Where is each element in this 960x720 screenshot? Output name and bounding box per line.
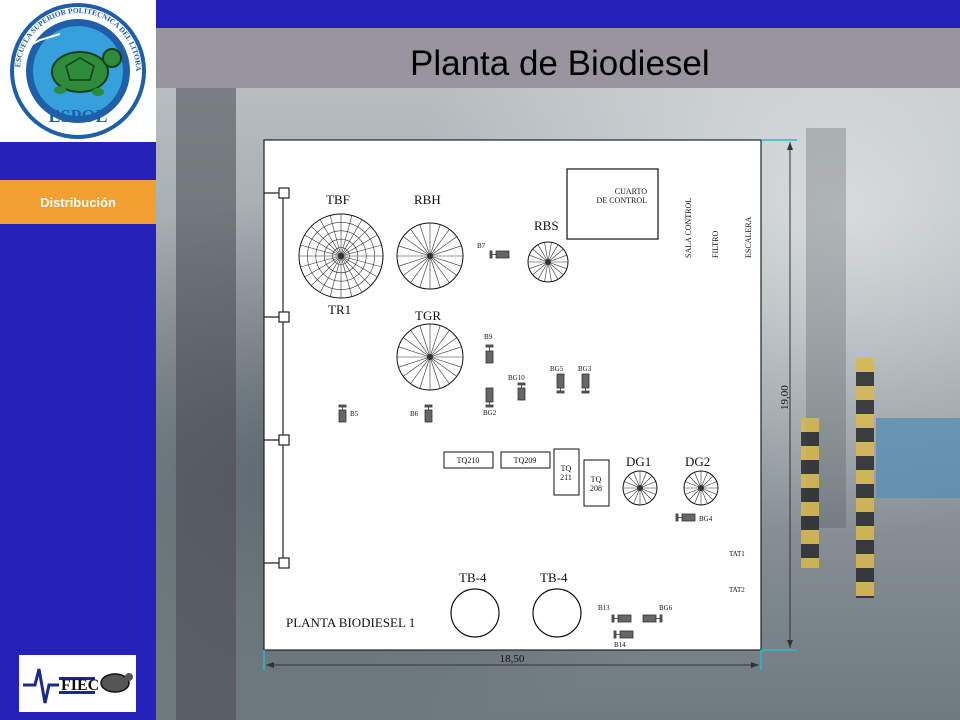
pump-bg5 [556,373,565,394]
tank-tb4-a [450,588,500,638]
label-tq209: TQ209 [514,456,537,465]
label-bg5: BG5 [550,365,564,373]
pump-b14 [613,630,634,639]
dim-height-value: 19,00 [779,385,791,410]
pump-b13 [611,614,632,623]
tank-tgr [396,323,464,391]
tank-rbs [527,241,569,283]
pump-b7 [489,250,510,259]
label-tbf: TBF [326,192,350,207]
pump-bg10 [517,382,526,401]
turtle-icon [51,48,122,96]
label-tq208-a: TQ [591,475,602,484]
pump-bg2 [485,387,494,408]
label-b5: B5 [350,410,359,418]
nav-item-label: Distribución [40,194,116,210]
label-dg2: DG2 [685,454,710,469]
tank-tq211 [553,448,580,496]
label-b9: B9 [484,333,493,341]
espol-logo: ESPOL ESCUELA SUPERIOR POLITECNICA DEL L… [0,0,156,142]
control-room [566,168,659,240]
page-title: Planta de Biodiesel [410,44,710,83]
label-bg6: BG6 [659,604,673,612]
dim-width-value: 18,50 [500,653,525,665]
tank-dg1 [622,470,658,506]
tank-rbh [396,222,464,290]
label-rbh: RBH [414,192,441,207]
label-tat1: TAT1 [729,550,745,558]
tank-dg2 [683,470,719,506]
sidebar: ESPOL ESCUELA SUPERIOR POLITECNICA DEL L… [0,0,156,720]
bg-blue-tank [876,418,960,498]
label-bg3: BG3 [578,365,592,373]
label-tb4-a: TB-4 [459,570,487,585]
tank-tb4-b [532,588,582,638]
bg-pillar [176,88,236,720]
pump-bg4 [675,513,696,522]
turtle-icon [100,673,133,693]
header-top-bar [156,0,960,28]
fiec-logo: FIEC [19,655,136,712]
label-tb4-b: TB-4 [540,570,568,585]
label-bg10: BG10 [508,374,525,382]
label-b13: B13 [598,604,610,612]
label-tgr: TGR [415,308,441,323]
label-escalera: ESCALERA [744,216,753,258]
espol-logo-text: ESPOL [48,106,107,126]
label-bg2: BG2 [483,409,497,417]
pump-bg3 [581,373,590,394]
rail-node [278,557,290,569]
label-b14: B14 [614,641,626,649]
label-b7: B7 [477,242,486,250]
label-tr1: TR1 [328,302,351,317]
label-filtro: FILTRO [711,231,720,258]
tank-tq208 [583,459,610,507]
label-bg4: BG4 [699,515,713,523]
nav-item-distribucion[interactable]: Distribución [0,180,156,224]
tank-tq209 [500,451,551,469]
label-tq210: TQ210 [457,456,480,465]
bg-safety-stripe [801,418,819,568]
label-plant: PLANTA BIODIESEL 1 [286,615,415,630]
label-rbs: RBS [534,218,559,233]
plant-layout-diagram: TBF RBH RBS TR1 TGR DG1 DG2 TB-4 TB-4 CU… [262,138,802,672]
rail-node [278,187,290,199]
pump-b5 [338,404,347,423]
label-tq208-b: 208 [590,484,602,493]
label-tq211-b: 211 [560,473,572,482]
label-dg1: DG1 [626,454,651,469]
tank-tq210 [443,451,494,469]
bg-safety-stripe [856,358,874,598]
pump-b9 [485,344,494,364]
label-sala-control: SALA CONTROL [684,198,693,258]
label-tat2: TAT2 [729,586,745,594]
tank-tbf [298,213,384,299]
rail-node [278,311,290,323]
pump-bg6 [642,614,663,623]
fiec-logo-text: FIEC [61,677,99,694]
header-title-bar [156,28,960,88]
label-b6: B6 [410,410,419,418]
pump-b6 [424,404,433,423]
rail-node [278,434,290,446]
label-tq211-a: TQ [561,464,572,473]
